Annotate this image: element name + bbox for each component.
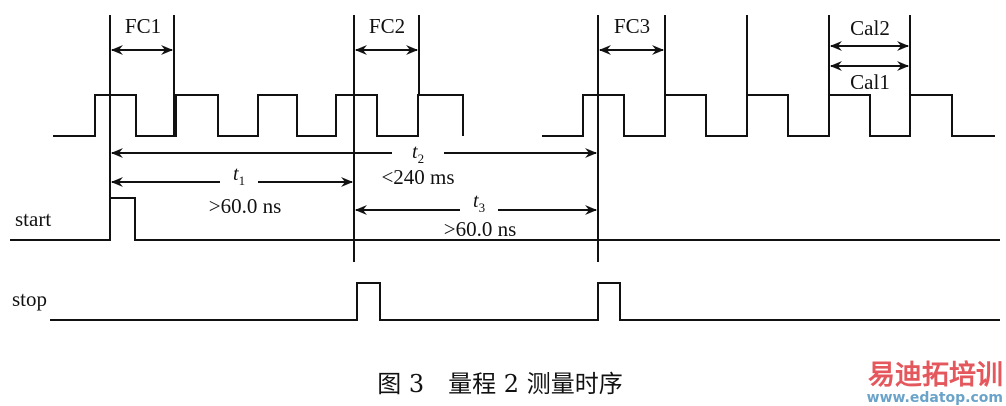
label-cal2: Cal2 [850, 16, 890, 40]
fc-arrows [111, 41, 909, 71]
label-fc2: FC2 [369, 14, 405, 38]
t3-constraint: >60.0 ns [444, 217, 517, 241]
label-t3: t3 [473, 190, 485, 215]
stop-waveform [50, 282, 1000, 321]
watermark-title: 易迪拓培训 [868, 360, 1003, 391]
t2-constraint: <240 ms [381, 165, 454, 189]
label-cal1: Cal1 [850, 70, 890, 94]
label-start: start [15, 207, 51, 231]
watermark-url: www.edatop.com [867, 390, 1003, 406]
label-fc3: FC3 [614, 14, 650, 38]
figure-caption: 图 3 量程 2 测量时序 [377, 370, 622, 398]
label-stop: stop [12, 287, 47, 311]
label-fc1: FC1 [125, 14, 161, 38]
clock-waveform [53, 94, 995, 137]
label-t2: t2 [412, 141, 424, 166]
t1-constraint: >60.0 ns [209, 194, 282, 218]
interval-arrows [111, 148, 597, 215]
label-t1: t1 [233, 163, 245, 188]
start-waveform [10, 197, 1000, 241]
